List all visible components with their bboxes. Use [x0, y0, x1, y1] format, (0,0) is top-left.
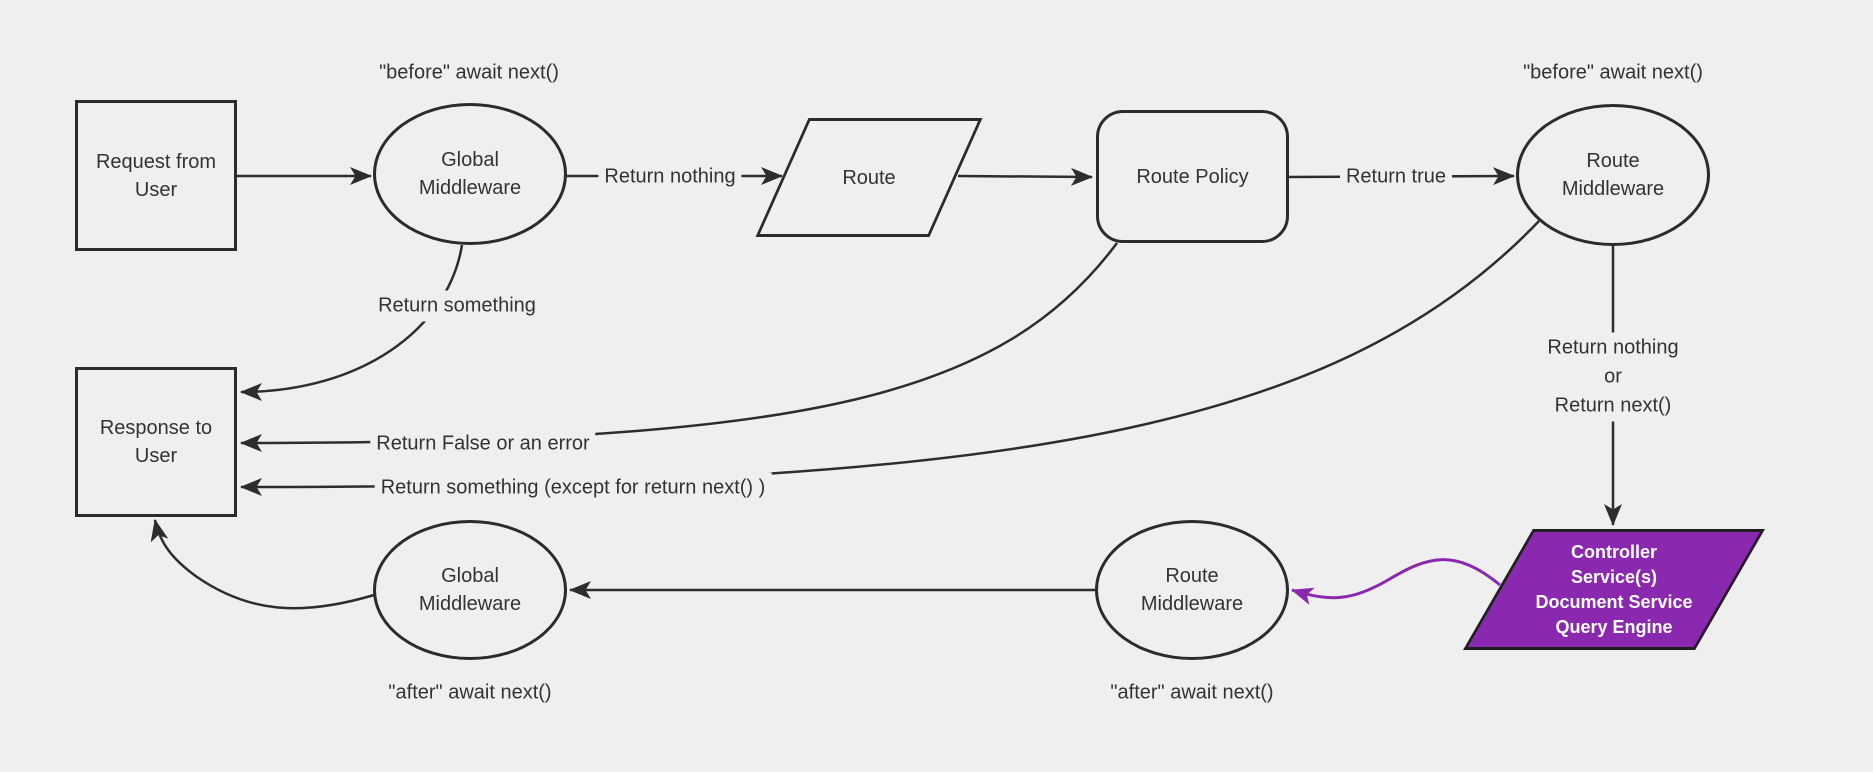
label-return-true: Return true — [1339, 161, 1453, 193]
label-return-nothing-or-next-line3: Return next() — [1554, 394, 1672, 417]
global-middleware-top-label-line1: Global — [441, 149, 499, 171]
label-return-nothing: Return nothing — [598, 161, 742, 193]
request-from-user-label-line1: Request from — [95, 150, 217, 173]
response-to-user-label-line1: Response to — [99, 417, 213, 439]
global-middleware-top-node: Global Middleware — [373, 103, 567, 245]
global-middleware-top-label-line2: Middleware — [418, 177, 522, 199]
route-middleware-bottom-label-line1: Route — [1165, 565, 1219, 587]
controller-label-line2: Service(s) — [1570, 566, 1658, 587]
route-node: Route — [755, 118, 983, 237]
label-before-await-next-right: "before" await next() — [1517, 57, 1709, 89]
route-middleware-bottom-node: Route Middleware — [1095, 520, 1289, 660]
response-to-user-node: Response to User — [75, 367, 237, 517]
route-label: Route — [842, 166, 896, 189]
controller-services-node: Controller Service(s) Document Service Q… — [1463, 529, 1765, 650]
label-return-false-or-error: Return False or an error — [370, 428, 596, 460]
global-middleware-bottom-node: Global Middleware — [373, 520, 567, 660]
request-from-user-label-line2: User — [134, 178, 178, 201]
controller-label-line1: Controller — [1570, 541, 1657, 562]
label-return-nothing-or-next: Return nothing or Return next() — [1541, 332, 1685, 422]
route-middleware-bottom-label-line2: Middleware — [1140, 593, 1244, 615]
label-return-nothing-or-next-line2: or — [1604, 365, 1622, 388]
label-return-something-except: Return something (except for return next… — [374, 472, 772, 504]
route-middleware-top-label-line2: Middleware — [1561, 178, 1665, 200]
label-after-await-next-left: "after" await next() — [382, 677, 558, 709]
label-before-await-next-left: "before" await next() — [373, 57, 565, 89]
edge-global-mw-to-response — [240, 244, 464, 401]
label-return-something: Return something — [372, 290, 542, 322]
route-middleware-top-node: Route Middleware — [1516, 104, 1710, 246]
response-to-user-label-line2: User — [134, 445, 178, 467]
label-return-nothing-or-next-line1: Return nothing — [1547, 336, 1679, 359]
global-middleware-bottom-label-line2: Middleware — [418, 593, 522, 615]
edge-route-policy-to-response — [240, 242, 1119, 452]
route-policy-node: Route Policy — [1096, 110, 1289, 243]
controller-label-line3: Document Service — [1535, 591, 1693, 612]
label-after-await-next-right: "after" await next() — [1104, 677, 1280, 709]
route-middleware-top-label-line1: Route — [1586, 150, 1640, 172]
route-policy-label: Route Policy — [1136, 165, 1249, 188]
edge-global-mw-bottom-to-response — [150, 519, 375, 610]
edge-route-to-route-policy — [957, 167, 1093, 186]
request-from-user-node: Request from User — [75, 100, 237, 251]
edge-controller-to-route-mw-bottom — [1291, 558, 1501, 605]
global-middleware-bottom-label-line1: Global — [441, 565, 499, 587]
controller-label-line4: Query Engine — [1555, 616, 1673, 637]
